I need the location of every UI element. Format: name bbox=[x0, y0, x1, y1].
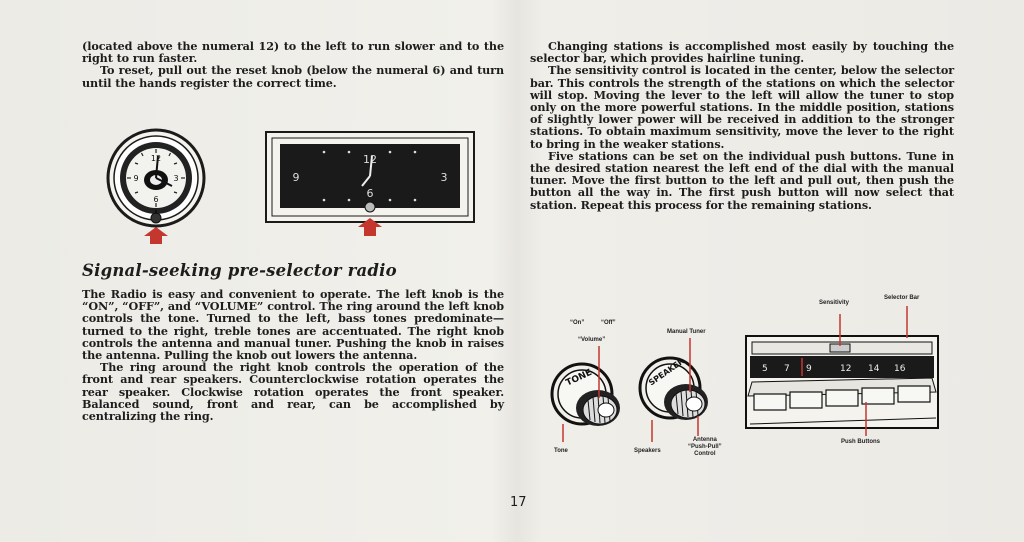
dial-number: 7 bbox=[784, 364, 790, 374]
round-clock-3: 3 bbox=[173, 174, 178, 183]
label-selector-bar: Selector Bar bbox=[884, 295, 920, 301]
reset-arrow-icon bbox=[144, 227, 168, 244]
rect-clock-9: 9 bbox=[293, 171, 300, 184]
round-clock-9: 9 bbox=[133, 174, 138, 183]
reset-arrow-icon bbox=[358, 218, 382, 236]
left-knob: TONE bbox=[550, 362, 620, 426]
paragraph: The ring around the right knob controls … bbox=[82, 360, 504, 424]
label-push-buttons: Push Buttons bbox=[841, 439, 880, 445]
label-tone: Tone bbox=[554, 448, 568, 454]
page-number: 17 bbox=[510, 495, 527, 510]
label-antenna-line: Control bbox=[694, 451, 716, 457]
right-top-text: Changing stations is accomplished most e… bbox=[530, 40, 954, 211]
label-sensitivity: Sensitivity bbox=[819, 300, 850, 306]
rect-clock-6: 6 bbox=[367, 187, 374, 200]
dial-number: 16 bbox=[894, 364, 906, 374]
round-clock-12: 12 bbox=[151, 154, 161, 163]
label-antenna-line: Antenna bbox=[692, 437, 717, 443]
dial-number: 14 bbox=[868, 364, 880, 374]
label-speakers: Speakers bbox=[634, 448, 661, 454]
label-manual-tuner: Manual Tuner bbox=[667, 329, 706, 335]
paragraph: The sensitivity control is located in th… bbox=[530, 63, 954, 151]
rect-clock-3: 3 bbox=[441, 171, 448, 184]
rectangular-clock-figure: 12 3 6 9 bbox=[265, 131, 475, 236]
rect-clock-12: 12 bbox=[363, 153, 377, 166]
paragraph: The Radio is easy and convenient to oper… bbox=[82, 287, 504, 363]
left-top-text: (located above the numeral 12) to the le… bbox=[82, 40, 504, 89]
label-off: “Off” bbox=[601, 320, 616, 326]
label-antenna-line: “Push-Pull” bbox=[688, 444, 722, 450]
round-clock-6: 6 bbox=[153, 195, 158, 204]
right-knob: SPEAKER bbox=[638, 356, 708, 420]
dial-number: 12 bbox=[840, 364, 851, 374]
section-heading: Signal-seeking pre-selector radio bbox=[82, 261, 397, 280]
paragraph: Five stations can be set on the individu… bbox=[530, 148, 954, 212]
paragraph: (located above the numeral 12) to the le… bbox=[82, 39, 504, 66]
dial-number: 9 bbox=[806, 364, 812, 374]
radio-unit bbox=[745, 335, 939, 429]
left-body-text: The Radio is easy and convenient to oper… bbox=[82, 288, 504, 422]
label-volume: “Volume” bbox=[578, 337, 606, 343]
radio-diagram: TONE SPEAKER bbox=[550, 306, 939, 442]
paragraph: To reset, pull out the reset knob (below… bbox=[82, 63, 504, 90]
paragraph: Changing stations is accomplished most e… bbox=[530, 39, 954, 66]
label-on: “On” bbox=[570, 320, 585, 326]
dial-number: 5 bbox=[762, 364, 768, 374]
label-antenna: Antenna “Push-Pull” Control bbox=[688, 437, 722, 458]
round-clock-figure: 12 3 6 9 bbox=[106, 128, 206, 244]
